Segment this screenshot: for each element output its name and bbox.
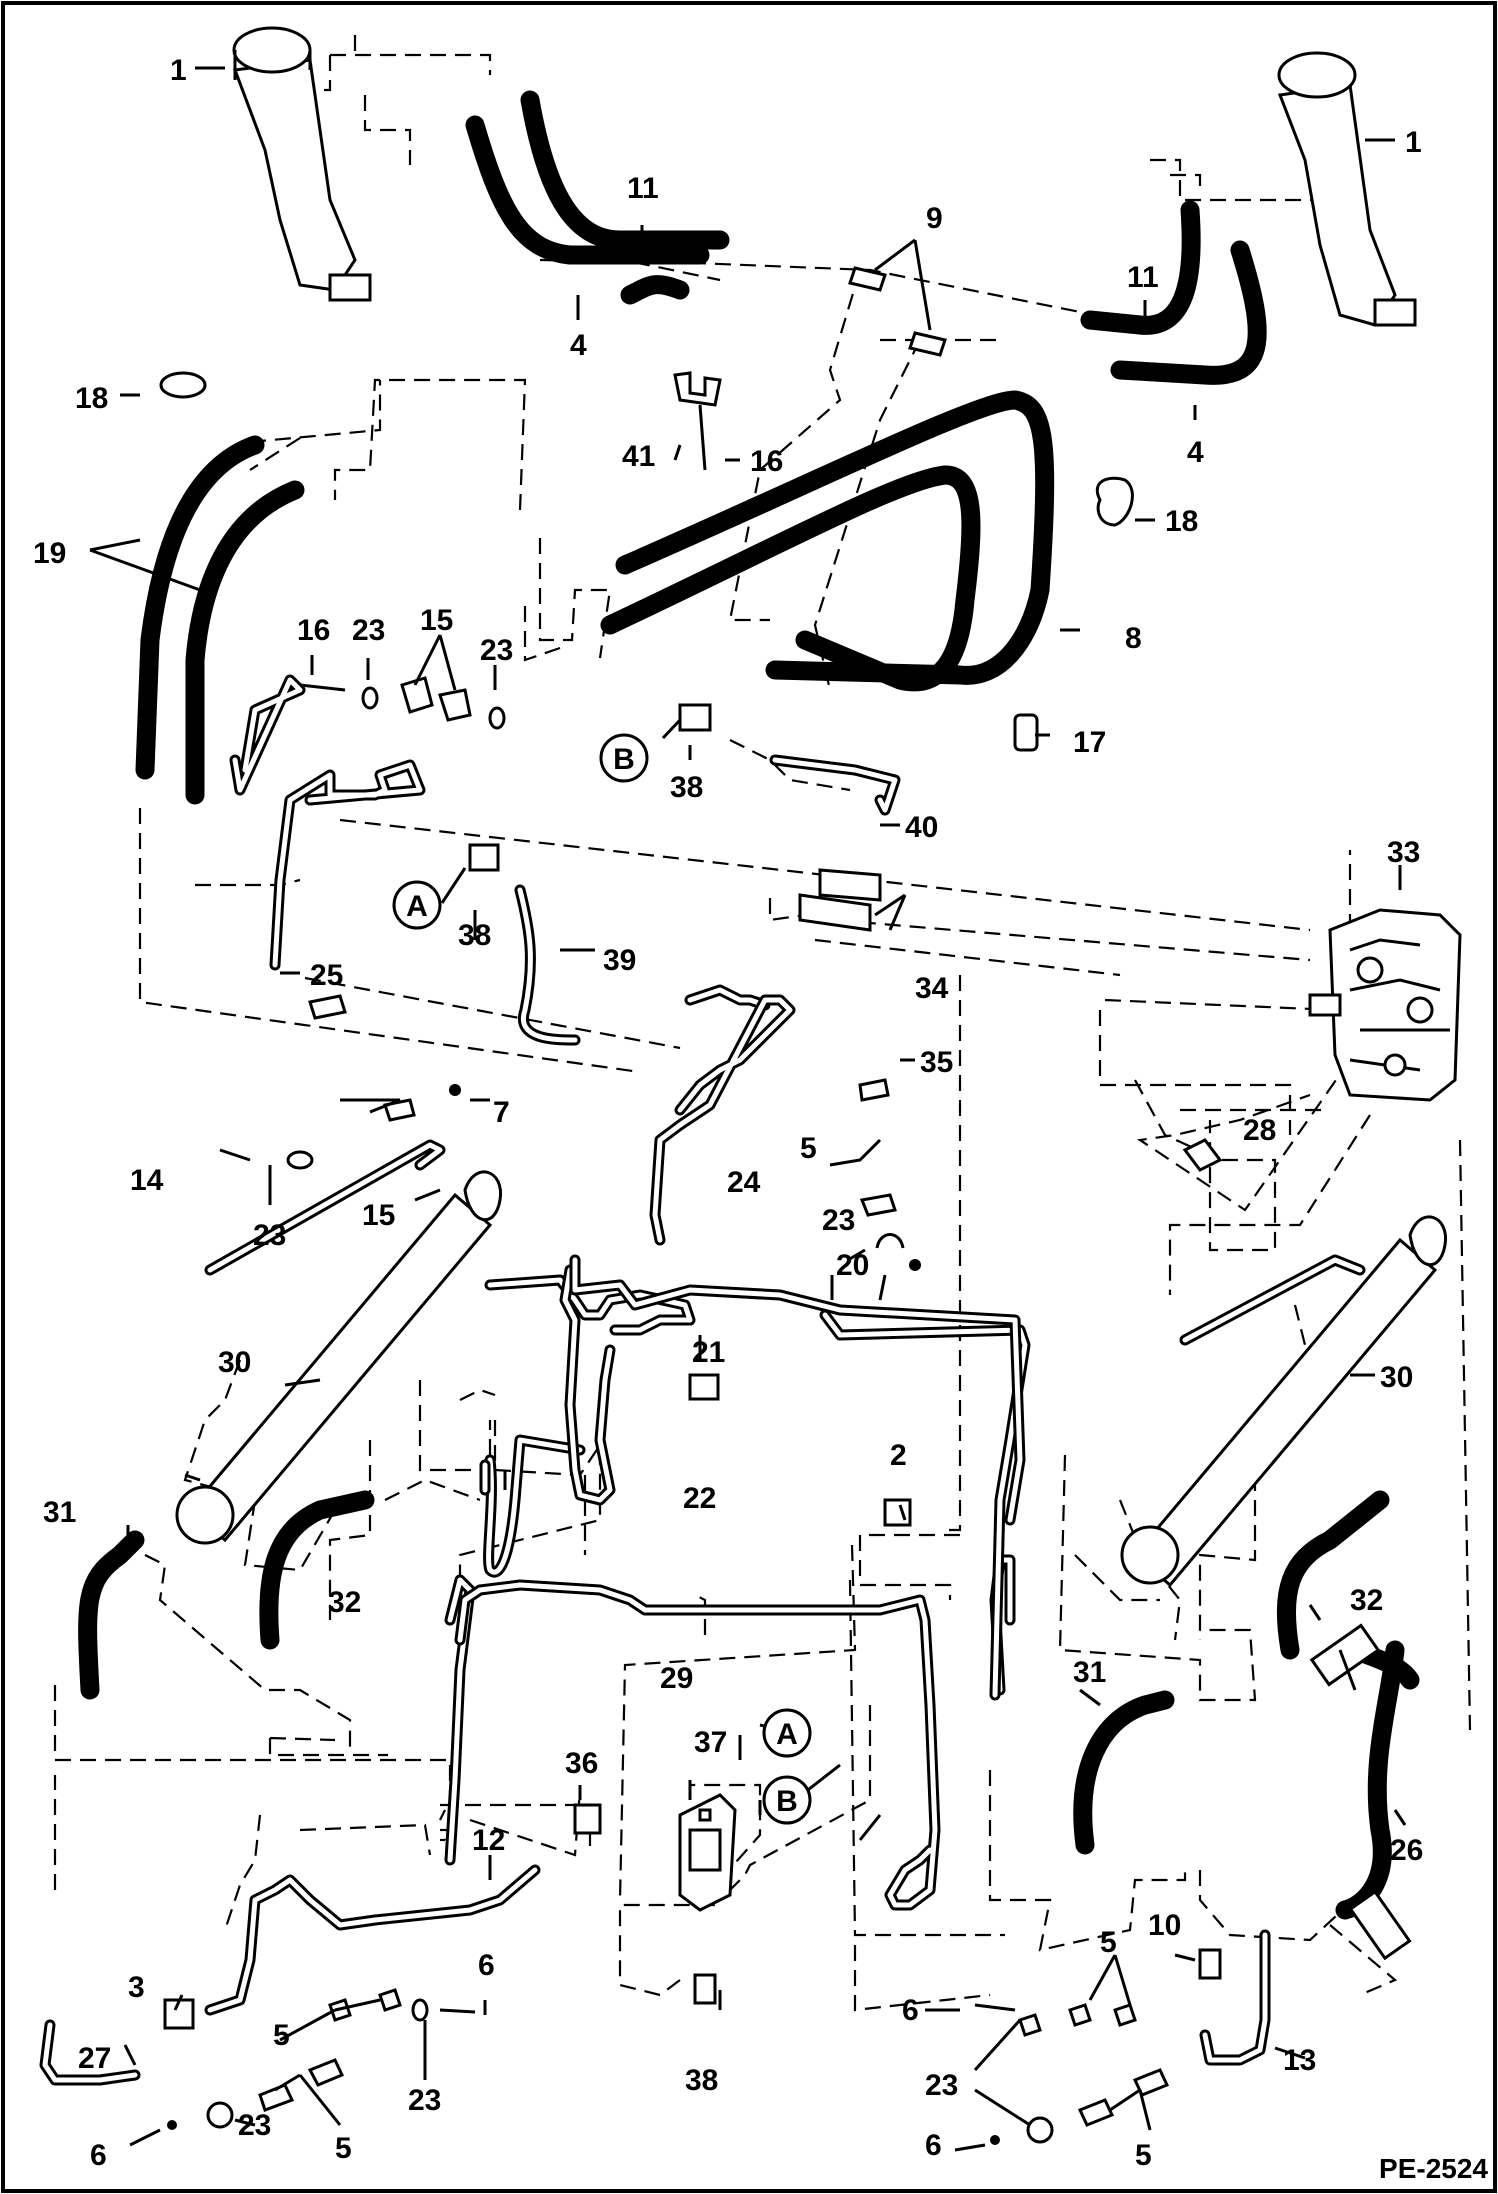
callout-17: 17 (1073, 726, 1106, 759)
callout-32: 32 (328, 1586, 361, 1619)
callout-23: 23 (480, 634, 513, 667)
callout-37: 37 (694, 1726, 727, 1759)
tubes (39, 674, 1366, 2086)
tilt-cylinder-left (175, 1170, 503, 1545)
callout-6: 6 (925, 2129, 942, 2162)
callout-10: 10 (1148, 1909, 1181, 1942)
callout-numbers: 1 1 11 9 11 4 4 18 41 16 18 19 16 23 15 … (33, 54, 1423, 2172)
callout-32: 32 (1350, 1584, 1383, 1617)
callout-5: 5 (800, 1132, 817, 1165)
connector-b-lower: B (762, 1775, 812, 1825)
callout-41: 41 (622, 440, 655, 473)
lift-cylinder-left (232, 26, 372, 302)
callout-39: 39 (603, 944, 636, 977)
callout-23: 23 (925, 2069, 958, 2102)
diverter-valve (678, 1793, 737, 1912)
callout-34: 34 (915, 972, 949, 1005)
hose-guard (1309, 1623, 1412, 1961)
tilt-cylinder-right (1120, 1215, 1448, 1588)
callout-2: 2 (890, 1439, 907, 1472)
connector-a-upper: A (392, 880, 442, 930)
callout-38: 38 (685, 2064, 718, 2097)
callout-23: 23 (238, 2109, 271, 2142)
callout-13: 13 (1283, 2044, 1316, 2077)
callout-18: 18 (1165, 505, 1198, 538)
callout-5: 5 (1100, 1926, 1117, 1959)
callout-7: 7 (493, 1096, 510, 1129)
callout-31: 31 (1073, 1656, 1106, 1689)
callout-5: 5 (1135, 2139, 1152, 2172)
callout-9: 9 (926, 202, 943, 235)
lift-cylinder-right (1277, 51, 1417, 327)
callout-35: 35 (920, 1046, 953, 1079)
callout-21: 21 (692, 1336, 725, 1369)
valve-fittings (468, 703, 882, 1401)
connector-label: B (776, 1785, 798, 1818)
callout-23: 23 (822, 1204, 855, 1237)
drawing-code: PE-2524 (1379, 2153, 1488, 2184)
callout-33: 33 (1387, 836, 1420, 869)
callout-28: 28 (1243, 1114, 1276, 1147)
tee-fittings (848, 266, 947, 357)
callout-16: 16 (297, 614, 330, 647)
callout-26: 26 (1390, 1834, 1423, 1867)
callout-29: 29 (660, 1662, 693, 1695)
callout-8: 8 (1125, 622, 1142, 655)
callout-1: 1 (170, 54, 187, 87)
callout-23: 23 (352, 614, 385, 647)
hoses (78, 90, 1420, 1920)
hardware-bottom (167, 1988, 1170, 2145)
single-fittings (163, 1498, 1222, 2030)
callout-15: 15 (362, 1199, 395, 1232)
callout-25: 25 (310, 959, 343, 992)
callout-38: 38 (458, 919, 491, 952)
callout-6: 6 (90, 2139, 107, 2172)
connector-a-lower: A (762, 1708, 812, 1758)
callout-16: 16 (750, 445, 783, 478)
connector-symbols: A B A B (392, 733, 812, 1825)
callout-23: 23 (408, 2084, 441, 2117)
callout-38: 38 (670, 771, 703, 804)
callout-1: 1 (1405, 126, 1422, 159)
connector-label: A (406, 890, 428, 923)
callout-5: 5 (273, 2019, 290, 2052)
callout-15: 15 (420, 604, 453, 637)
callout-23: 23 (253, 1219, 286, 1252)
connector-label: A (776, 1718, 798, 1751)
callout-24: 24 (727, 1166, 761, 1199)
callout-11: 11 (1127, 261, 1159, 294)
connector-b-upper: B (599, 733, 649, 783)
callout-5: 5 (335, 2132, 352, 2165)
callout-18: 18 (75, 382, 108, 415)
control-valve (1308, 908, 1462, 1102)
callout-30: 30 (218, 1346, 251, 1379)
callout-19: 19 (33, 537, 66, 570)
callout-36: 36 (565, 1747, 598, 1780)
callout-22: 22 (683, 1482, 716, 1515)
callout-3: 3 (128, 1971, 145, 2004)
callout-6: 6 (902, 1994, 919, 2027)
callout-12: 12 (472, 1824, 505, 1857)
callout-11: 11 (627, 172, 659, 205)
callout-6: 6 (478, 1949, 495, 1982)
callout-27: 27 (78, 2042, 111, 2075)
callout-31: 31 (43, 1496, 76, 1529)
connector-label: B (613, 743, 635, 776)
callout-30: 30 (1380, 1361, 1413, 1394)
callout-4: 4 (1187, 436, 1204, 469)
clamps-and-hardware (159, 371, 1223, 1271)
callout-14: 14 (130, 1164, 164, 1197)
leader-lines (89, 66, 1407, 2152)
callout-4: 4 (570, 329, 587, 362)
callout-40: 40 (905, 811, 938, 844)
callout-20: 20 (836, 1249, 869, 1282)
